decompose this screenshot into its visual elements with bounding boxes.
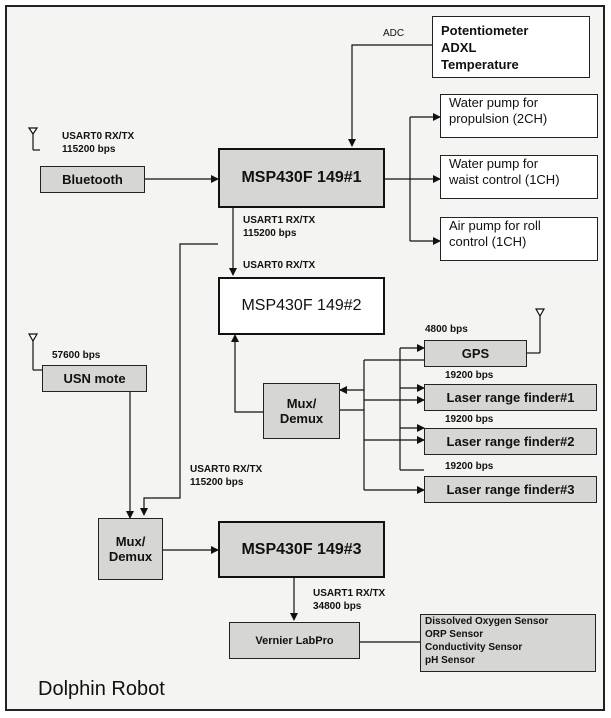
msp430-1-block: MSP430F 149#1 xyxy=(218,148,385,208)
gps-block: GPS xyxy=(424,340,527,367)
labpro-link-label-2: 34800 bps xyxy=(313,601,362,612)
pump-roll-block: Air pump for roll control (1CH) xyxy=(440,217,598,261)
msp430-3-block: MSP430F 149#3 xyxy=(218,521,385,578)
usn-mote-label: USN mote xyxy=(63,371,126,386)
msp2-link-label: USART0 RX/TX xyxy=(243,260,316,271)
mux-top-line2: Demux xyxy=(279,411,324,426)
msp-link-label-2: 115200 bps xyxy=(243,228,297,239)
mux-link-label-2: 115200 bps xyxy=(190,477,244,488)
pump-propulsion-line1: Water pump for xyxy=(449,95,539,110)
usn-mote-block: USN mote xyxy=(42,365,147,392)
bt-link-label-1: USART0 RX/TX xyxy=(62,131,135,142)
adc-label: ADC xyxy=(383,28,405,39)
msp430-1-label: MSP430F 149#1 xyxy=(241,169,362,186)
sensor-potentiometer: Potentiometer xyxy=(441,22,529,38)
msp430-3-label: MSP430F 149#3 xyxy=(241,540,362,558)
laser-2-block: Laser range finder#2 xyxy=(424,428,597,455)
sensor-conductivity: Conductivity Sensor xyxy=(425,642,523,653)
pump-waist-block: Water pump for waist control (1CH) xyxy=(440,155,598,199)
laser2-rate-label: 19200 bps xyxy=(445,414,494,425)
laser-2-label: Laser range finder#2 xyxy=(446,434,575,449)
laser-3-label: Laser range finder#3 xyxy=(446,482,575,497)
pump-roll-line2: control (1CH) xyxy=(449,234,527,249)
mux-demux-bottom-block: Mux/ Demux xyxy=(98,518,163,580)
water-sensors-block: Dissolved Oxygen Sensor ORP Sensor Condu… xyxy=(420,614,596,672)
sensor-block-top: Potentiometer ADXL Temperature xyxy=(432,16,590,78)
laser3-rate-label: 19200 bps xyxy=(445,461,494,472)
sensor-orp: ORP Sensor xyxy=(425,629,484,640)
pump-waist-line2: waist control (1CH) xyxy=(449,172,560,187)
antenna-icon xyxy=(27,127,40,151)
mux-link-label-1: USART0 RX/TX xyxy=(190,464,263,475)
laser-1-label: Laser range finder#1 xyxy=(446,390,575,405)
diagram-title: Dolphin Robot xyxy=(38,678,165,700)
bluetooth-block: Bluetooth xyxy=(40,166,145,193)
mux-demux-top-block: Mux/ Demux xyxy=(263,383,340,439)
usn-rate-label: 57600 bps xyxy=(52,350,101,361)
laser-1-block: Laser range finder#1 xyxy=(424,384,597,411)
pump-propulsion-block: Water pump for propulsion (2CH) xyxy=(440,94,598,138)
labpro-label: Vernier LabPro xyxy=(255,634,334,647)
mux-bottom-line1: Mux/ xyxy=(115,534,146,549)
bluetooth-label: Bluetooth xyxy=(62,172,123,187)
antenna-icon xyxy=(27,333,42,371)
sensor-ph: pH Sensor xyxy=(425,655,476,666)
pump-roll-line1: Air pump for roll xyxy=(449,218,541,233)
vernier-labpro-block: Vernier LabPro xyxy=(229,622,360,659)
sensor-temperature: Temperature xyxy=(441,56,519,72)
gps-rate-label: 4800 bps xyxy=(425,324,468,335)
msp430-2-label: MSP430F 149#2 xyxy=(241,297,362,314)
bt-link-label-2: 115200 bps xyxy=(62,144,116,155)
mux-top-line1: Mux/ xyxy=(286,396,317,411)
sensor-dissolved-oxygen: Dissolved Oxygen Sensor xyxy=(425,616,549,627)
gps-label: GPS xyxy=(461,346,490,361)
pump-propulsion-line2: propulsion (2CH) xyxy=(449,111,548,126)
laser1-rate-label: 19200 bps xyxy=(445,370,494,381)
labpro-link-label-1: USART1 RX/TX xyxy=(313,588,386,599)
laser-3-block: Laser range finder#3 xyxy=(424,476,597,503)
sensor-adxl: ADXL xyxy=(441,39,477,55)
msp-link-label-1: USART1 RX/TX xyxy=(243,215,316,226)
msp430-2-block: MSP430F 149#2 xyxy=(218,277,385,335)
mux-bottom-line2: Demux xyxy=(108,549,153,564)
antenna-icon xyxy=(527,308,546,354)
pump-waist-line1: Water pump for xyxy=(449,156,539,171)
